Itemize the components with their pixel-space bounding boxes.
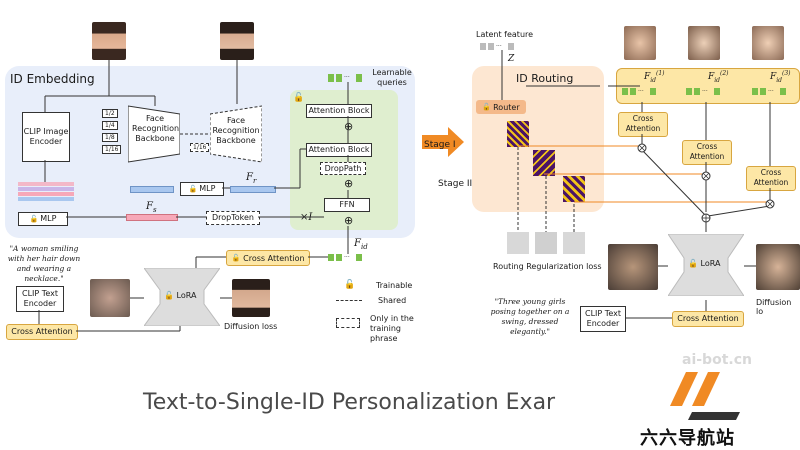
scale-tag-4: 1/16 [102, 145, 122, 154]
output-face-left [232, 279, 270, 317]
fid-label-3: Fid(3) [770, 70, 791, 84]
id-routing-title: ID Routing [516, 72, 574, 85]
attention-block-1: Attention Block [306, 104, 372, 118]
scale-tag-1: 1/2 [102, 109, 118, 118]
mlp-box-2: 🔓MLP [18, 212, 68, 226]
clip-image-encoder: CLIP Image Encoder [22, 112, 70, 162]
queries-bar: ··· [328, 74, 372, 82]
id-face-2 [688, 26, 720, 60]
lock-icon-transformer: 🔓 [293, 93, 305, 103]
fid-bar-3: ··· [752, 88, 792, 95]
routing-map-2 [533, 150, 555, 176]
lock-icon: 🔓 [688, 259, 698, 268]
cross-attention-left: 🔓Cross Attention [226, 250, 310, 266]
watermark: ai-bot.cn [682, 352, 752, 368]
lock-icon: 🔓 [482, 103, 492, 111]
id-face-1 [624, 26, 656, 60]
stage2-label: Stage II [438, 179, 473, 189]
fid-label-1: Fid(1) [644, 70, 665, 84]
cross-attention-right-4: Cross Attention [672, 311, 744, 327]
learnable-queries-label: Learnable queries [372, 68, 412, 87]
mlp-box-1: 🔓MLP [180, 182, 224, 196]
dashed-box-icon [336, 318, 360, 328]
diffusion-loss-left: Diffusion loss [224, 322, 278, 331]
legend: 🔓 Trainable Shared Only in the training … [330, 280, 430, 343]
routing-map-3 [563, 176, 585, 202]
shared-arrow-icon [336, 300, 362, 301]
fr-label: Fr [246, 172, 257, 185]
right-prompt: "Three young girls posing together on a … [490, 297, 570, 336]
z-label: Z [508, 54, 515, 64]
lock-icon: 🔓 [29, 215, 39, 223]
noisy-image-left [90, 279, 130, 317]
lock-icon: 🔓 [188, 185, 198, 193]
router-box: 🔓Router [476, 100, 526, 114]
diffusion-loss-right: Diffusion lo [756, 298, 792, 316]
routing-loss-image-3 [563, 232, 585, 254]
clip-text-encoder-left: CLIP Text Encoder [16, 286, 64, 312]
legend-shared: Shared [378, 296, 407, 305]
clip-text-encoder-right: CLIP Text Encoder [580, 306, 626, 332]
cross-attention-right-3: Cross Attention [746, 166, 796, 191]
cross-attention-left-2: Cross Attention [6, 324, 78, 340]
plus-node-2: ⊕ [344, 177, 354, 190]
logo-icon [668, 372, 740, 426]
attention-block-2: Attention Block [306, 143, 372, 157]
fid-bar-2: ··· [686, 88, 726, 95]
fid-label: Fid [354, 238, 368, 251]
ffn-box: FFN [324, 198, 370, 212]
routing-map-1 [507, 121, 529, 147]
stage1-label: Stage I [424, 140, 456, 150]
lora-label-left: LoRA [176, 291, 197, 300]
scale-tag-3: 1/8 [102, 133, 118, 142]
fid-panel [616, 68, 800, 104]
caption: Text-to-Single-ID Personalization Exar [143, 390, 556, 415]
plus-node-3: ⊕ [344, 214, 354, 227]
legend-trainable: Trainable [376, 281, 413, 290]
lock-icon: 🔓 [164, 291, 174, 300]
stage-arrow-icon [422, 127, 464, 161]
id-face-3 [752, 26, 784, 60]
face-photo-2 [220, 22, 254, 60]
right-connectors [501, 50, 775, 319]
legend-training-only: Only in the training phrase [370, 314, 414, 343]
routing-loss-image-1 [507, 232, 529, 254]
fid-bar-1: ··· [622, 88, 662, 95]
left-connectors [38, 60, 349, 332]
lock-icon: 🔓 [231, 254, 241, 262]
plus-node-1: ⊕ [344, 120, 354, 133]
lock-icon: 🔓 [344, 280, 356, 290]
latent-feature-label: Latent feature [476, 30, 534, 39]
cross-attention-right-2: Cross Attention [682, 140, 732, 165]
fr-feature-bar [230, 186, 276, 193]
logo-text: 六六导航站 [640, 428, 735, 449]
left-prompt: "A woman smiling with her hair down and … [7, 244, 81, 283]
fid-bar: ··· [328, 254, 368, 261]
fs-label: Fs [146, 201, 157, 214]
scale-tag-2: 1/4 [102, 121, 118, 130]
routing-loss-image-2 [535, 232, 557, 254]
droptoken-box: DropToken [206, 211, 260, 225]
routing-loss-label: Routing Regularization loss [493, 262, 602, 271]
scale-tag-shared: 1/16 [190, 143, 210, 152]
face-photo-1 [92, 22, 126, 60]
fid-label-2: Fid(2) [708, 70, 729, 84]
face-backbone-2: Face Recognition Backbone [209, 104, 263, 164]
blue-bar-left [130, 186, 174, 193]
lora-label-right: LoRA [700, 259, 721, 268]
noisy-image-right [608, 244, 658, 290]
unet-right: 🔓 LoRA [667, 233, 745, 297]
cross-attention-right-1: Cross Attention [618, 112, 668, 137]
output-image-right [756, 244, 800, 290]
latent-bar: ··· [480, 43, 524, 50]
id-embedding-title: ID Embedding [10, 72, 95, 86]
face-backbone-1: Face Recognition Backbone [127, 104, 181, 164]
feature-stack [18, 182, 74, 206]
droppath-box: DropPath [320, 162, 366, 175]
